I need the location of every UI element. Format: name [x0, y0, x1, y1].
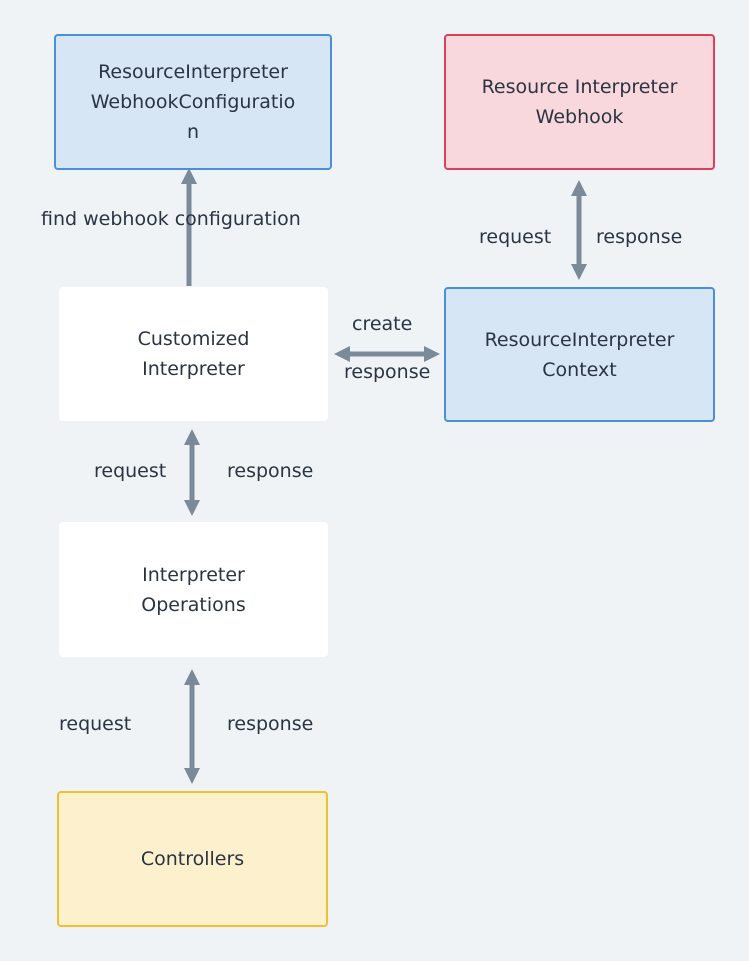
resource-interpreter-context-label: ResourceInterpreter Context: [484, 328, 675, 381]
resource-interpreter-webhook-node[interactable]: Resource Interpreter Webhook: [444, 34, 715, 170]
operations-request-label: request: [94, 460, 167, 482]
webhook-configuration-node[interactable]: ResourceInterpreter WebhookConfiguratio …: [54, 34, 332, 170]
context-response-label: response: [344, 361, 431, 383]
controllers-label: Controllers: [140, 848, 245, 870]
webhook-response-label: response: [596, 226, 683, 248]
webhook-request-label: request: [479, 226, 552, 248]
resource-interpreter-context-node[interactable]: ResourceInterpreter Context: [444, 287, 715, 422]
context-create-label: create: [352, 313, 413, 335]
controllers-response-label: response: [227, 713, 314, 735]
customized-interpreter-node[interactable]: Customized Interpreter: [59, 287, 328, 421]
find-webhook-configuration-label: find webhook configuration: [41, 208, 301, 230]
webhook-configuration-label: ResourceInterpreter WebhookConfiguratio …: [90, 61, 296, 143]
controllers-request-label: request: [59, 713, 132, 735]
interpreter-operations-node[interactable]: Interpreter Operations: [59, 522, 328, 657]
controllers-node[interactable]: Controllers: [57, 791, 328, 927]
resource-interpreter-webhook-label: Resource Interpreter Webhook: [481, 76, 678, 128]
operations-response-label: response: [227, 460, 314, 482]
customized-interpreter-label: Customized Interpreter: [137, 328, 250, 380]
interpreter-operations-label: Interpreter Operations: [141, 563, 246, 616]
